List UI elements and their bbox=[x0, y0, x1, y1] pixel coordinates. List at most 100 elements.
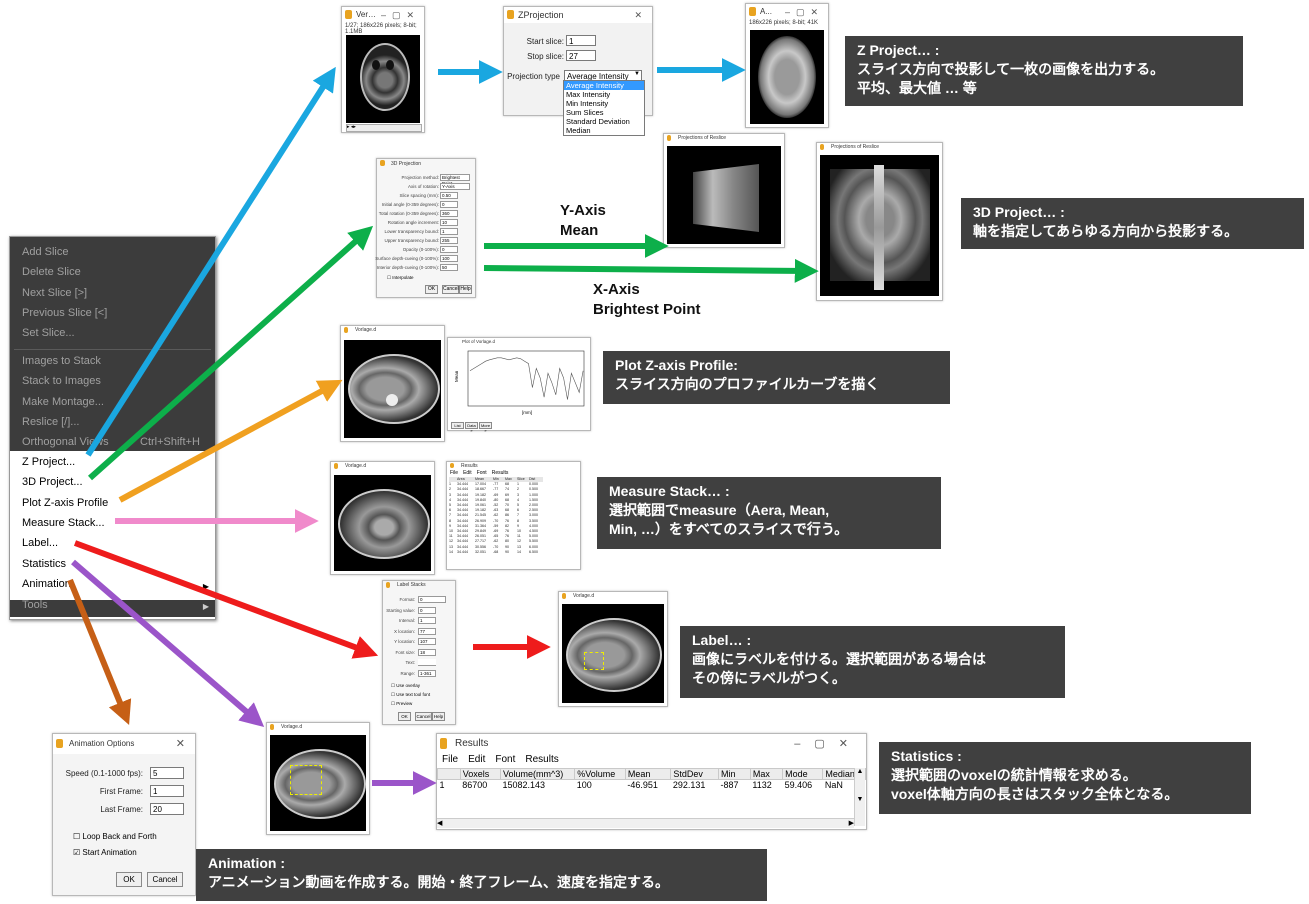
menu-item-dim[interactable]: Previous Slice [<] bbox=[22, 306, 108, 319]
stat-source-titlebar[interactable]: Vorlage.d bbox=[267, 723, 369, 732]
dropdown-option[interactable]: Standard Deviation bbox=[566, 117, 630, 126]
menu-item-dim[interactable]: Set Slice... bbox=[22, 327, 75, 340]
stat-menu-item[interactable]: Edit bbox=[468, 754, 486, 765]
3d-field-input[interactable]: 100 bbox=[440, 255, 458, 262]
profile-button[interactable]: List bbox=[451, 422, 464, 429]
start-slice-field[interactable]: 1 bbox=[566, 35, 596, 46]
label-dialog-button[interactable]: Help bbox=[432, 712, 445, 721]
label-checkbox[interactable]: ☐ Use text tool font bbox=[391, 692, 431, 697]
label-field-input[interactable]: 0 bbox=[418, 596, 446, 603]
labeled-image-titlebar[interactable]: Vorlage.d bbox=[559, 592, 667, 601]
label-checkbox[interactable]: ☐ Preview bbox=[391, 701, 413, 706]
measure-menu-item[interactable]: Edit bbox=[463, 470, 472, 476]
label-field-input[interactable]: 1 bbox=[418, 617, 436, 624]
stop-slice-field[interactable]: 27 bbox=[566, 50, 596, 61]
label-field-input[interactable]: 18 bbox=[418, 648, 436, 656]
3d-dialog-button[interactable]: OK bbox=[425, 285, 438, 294]
slice-scrollbar[interactable]: ▸ ◂▸ bbox=[346, 124, 422, 132]
3d-field-input[interactable]: 1 bbox=[440, 228, 458, 235]
dropdown-option[interactable]: Min Intensity bbox=[566, 99, 609, 108]
menu-item-tools[interactable]: Tools bbox=[22, 599, 48, 611]
3d-field-input[interactable]: 360 bbox=[440, 210, 458, 217]
horizontal-scrollbar[interactable]: ◀▶ bbox=[437, 818, 854, 828]
3d-field-input[interactable]: 255 bbox=[440, 237, 458, 244]
stat-menu-item[interactable]: Results bbox=[525, 754, 559, 765]
profile-plot-titlebar[interactable]: Plot of Vorlage.d bbox=[462, 339, 496, 344]
3d-field-input[interactable]: 0 bbox=[440, 246, 458, 253]
label-dialog-button[interactable]: Cancel bbox=[415, 712, 432, 721]
ok-button[interactable]: OK bbox=[116, 872, 142, 887]
label-field-input[interactable]: 0 bbox=[418, 606, 436, 614]
measure-menu-item[interactable]: File bbox=[450, 470, 459, 476]
menu-item-dim[interactable]: Delete Slice bbox=[22, 266, 81, 279]
menu-item-animation[interactable]: Animation bbox=[22, 577, 71, 590]
speed-field[interactable]: 5 bbox=[150, 767, 184, 779]
menu-item-dim[interactable]: Stack to Images bbox=[22, 375, 101, 388]
profile-button[interactable]: More » bbox=[479, 422, 492, 433]
menu-item-label[interactable]: Label... bbox=[22, 537, 59, 550]
menu-item-dim[interactable]: Next Slice [>] bbox=[22, 286, 88, 299]
profile-source-titlebar[interactable]: Vorlage.d bbox=[341, 326, 444, 335]
measure-menu-item[interactable]: Results bbox=[491, 470, 509, 476]
start-animation-checkbox[interactable]: ☑ Start Animation bbox=[73, 848, 137, 857]
menu-item-plot-z-axis-profile[interactable]: Plot Z-axis Profile bbox=[22, 496, 109, 509]
menu-item-dim[interactable]: Orthogonal Views bbox=[22, 436, 109, 449]
loop-back-checkbox[interactable]: ☐ Loop Back and Forth bbox=[73, 832, 157, 841]
result-titlebar[interactable]: A...‒▢✕ bbox=[746, 4, 828, 20]
vertical-scrollbar[interactable]: ▲▼ bbox=[854, 768, 865, 826]
menu-item-3d-project[interactable]: 3D Project... bbox=[22, 476, 83, 489]
menu-item-dim[interactable]: Make Montage... bbox=[22, 395, 104, 408]
dropdown-option[interactable]: Median bbox=[566, 126, 591, 135]
interpolate-checkbox[interactable]: ☐ Interpolate bbox=[387, 275, 414, 280]
label-field-input[interactable]: 1-361 bbox=[418, 669, 436, 677]
3d-field-input[interactable]: 0.50 bbox=[440, 192, 458, 199]
last-frame-field[interactable]: 20 bbox=[150, 803, 184, 815]
dropdown-option[interactable]: Average Intensity bbox=[564, 81, 644, 90]
measure-source-titlebar[interactable]: Vorlage.d bbox=[331, 462, 434, 471]
menu-item-dim[interactable]: Reslice [/]... bbox=[22, 415, 80, 428]
measure-menu-item[interactable]: Font bbox=[476, 470, 487, 476]
menu-item-dim[interactable]: Add Slice bbox=[22, 246, 69, 258]
stat-results-titlebar[interactable]: Results‒▢✕ bbox=[437, 734, 866, 754]
source-titlebar[interactable]: Ver…‒▢✕ bbox=[342, 7, 424, 23]
first-frame-field[interactable]: 1 bbox=[150, 785, 184, 797]
menu-item-z-project[interactable]: Z Project... bbox=[22, 456, 76, 468]
3d-field-input[interactable]: 10 bbox=[440, 219, 458, 226]
cancel-button[interactable]: Cancel bbox=[147, 872, 183, 887]
3d-dialog-button[interactable]: Help bbox=[459, 285, 472, 294]
ymean-titlebar[interactable]: Projections of Reslice bbox=[664, 134, 784, 143]
label-field-input[interactable]: 107 bbox=[418, 638, 436, 645]
3d-dialog-button[interactable]: Cancel bbox=[442, 285, 459, 294]
xbp-titlebar[interactable]: Projections of Reslice bbox=[817, 143, 942, 152]
dropdown-option[interactable]: Sum Slices bbox=[566, 108, 604, 117]
3d-field-input[interactable]: Y-Axis bbox=[440, 183, 470, 190]
menu-item-measure-stack[interactable]: Measure Stack... bbox=[22, 516, 105, 529]
menu-item-statistics[interactable]: Statistics bbox=[22, 557, 67, 570]
close-icon[interactable]: ✕ bbox=[634, 10, 648, 20]
profile-button[interactable]: Data » bbox=[465, 422, 478, 433]
label-checkbox[interactable]: ☐ Use overlay bbox=[391, 683, 421, 688]
close-icon[interactable]: ✕ bbox=[175, 738, 191, 750]
3d-field-input[interactable]: 0 bbox=[440, 201, 458, 208]
stat-menu-item[interactable]: File bbox=[442, 754, 459, 765]
3d-field-input[interactable]: 50 bbox=[440, 264, 458, 271]
label-field-input[interactable] bbox=[418, 659, 436, 666]
dropdown-option[interactable]: Max Intensity bbox=[566, 90, 611, 99]
stat-menu-item[interactable]: Font bbox=[495, 754, 516, 765]
label-dialog-button[interactable]: OK bbox=[398, 712, 411, 721]
